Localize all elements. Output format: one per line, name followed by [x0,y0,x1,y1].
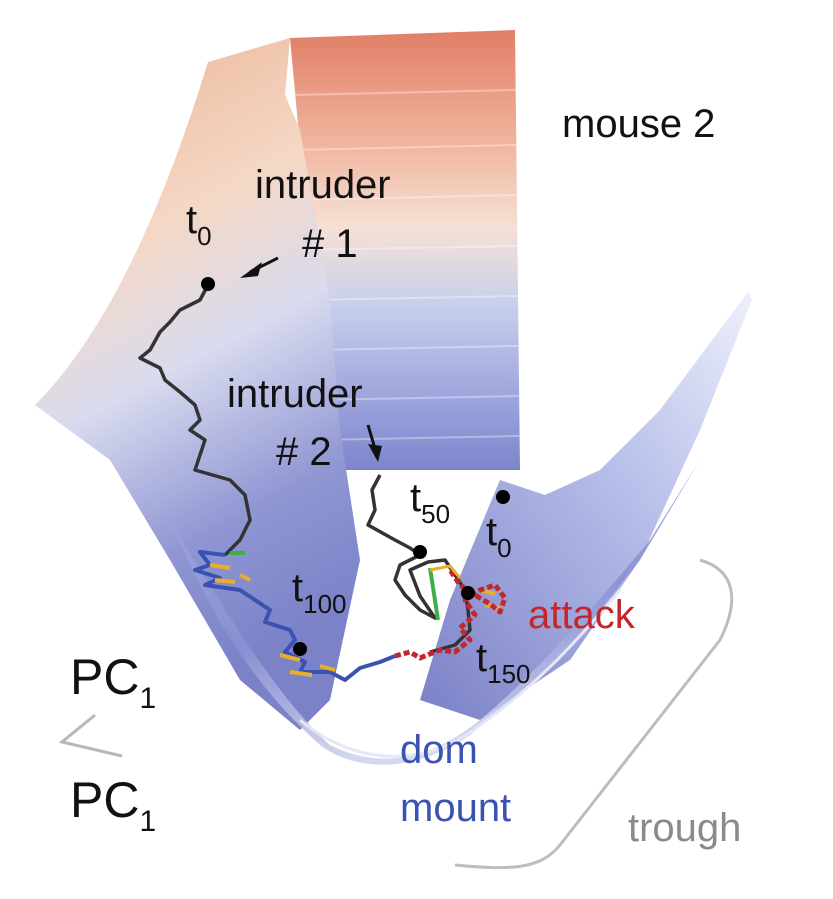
t0-dot-intruder-1 [201,277,215,291]
attack-label: attack [528,593,635,637]
pc-axis-chevron [58,713,123,758]
title-label: mouse 2 [562,102,716,146]
intruder-1-arrow [240,256,279,278]
intruder-2-arrow [366,424,382,462]
left-slope-surface [35,38,360,730]
t100-label: t100 [292,566,347,619]
trajectory-dom-mount [193,550,396,682]
t150-dot [461,586,475,600]
trough-surface [170,460,700,765]
intruder-2-number: # 2 [276,430,332,474]
intruder-1-number: # 1 [302,222,358,266]
trajectory-attack [394,568,508,661]
right-slope-surface [420,292,752,720]
trough-bracket [454,558,734,870]
trough-label: trough [628,806,742,850]
green-marker-2 [428,567,440,621]
back-wall [290,30,520,470]
t100-dot [293,642,307,656]
t50-dot [413,545,427,559]
t50-label: t50 [410,476,451,529]
intruder-2-word: intruder [227,372,363,416]
t150-label: t150 [476,636,531,689]
pc-axis-label-bottom: PC1 [70,772,157,838]
pc-axis-label-top: PC1 [70,649,157,715]
trajectory-intruder-1 [138,284,252,557]
t0-dot-intruder-2 [496,490,510,504]
t0-label-intruder-1: t0 [186,198,212,251]
intruder-1-word: intruder [255,163,391,207]
dom-label: dom [400,728,478,772]
t0-label-intruder-2: t0 [486,510,512,563]
mount-label: mount [400,786,512,830]
